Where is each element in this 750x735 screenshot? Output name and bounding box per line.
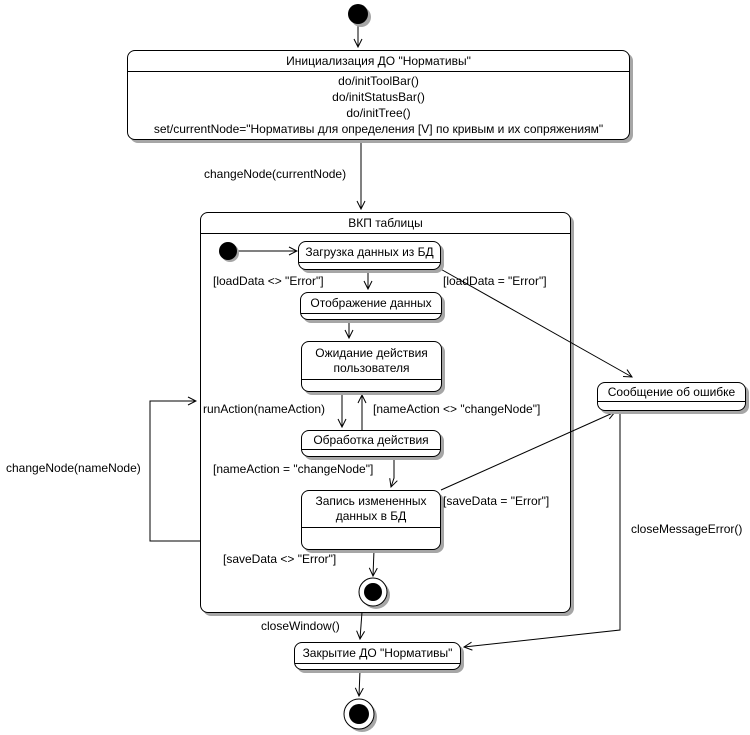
state-save-data[interactable]: Запись измененных данных в БД (301, 490, 441, 550)
composite-state-title: ВКП таблицы (201, 213, 570, 234)
state-label-line1: Запись измененных (315, 494, 427, 508)
state-initialization-actions: do/initToolBar() do/initStatusBar() do/i… (128, 72, 629, 139)
state-process-action[interactable]: Обработка действия (301, 430, 441, 457)
label-close-message-error: closeMessageError() (631, 522, 743, 536)
state-wait-user-action[interactable]: Ожидание действия пользователя (301, 341, 442, 392)
action-init-toolbar: do/initToolBar() (338, 74, 419, 88)
label-load-ok-guard: [loadData <> "Error"] (213, 274, 324, 288)
state-save-data-name: Запись измененных данных в БД (302, 491, 440, 527)
state-label: Загрузка данных из БД (305, 244, 434, 259)
label-close-window: closeWindow() (261, 619, 340, 633)
label-run-action: runAction(nameAction) (203, 402, 326, 416)
state-label: Сообщение об ошибке (607, 384, 736, 399)
inner-final-state-inner (364, 583, 382, 601)
state-label-line2: данных в БД (335, 509, 407, 523)
transition-close-window (360, 611, 362, 639)
state-error-message[interactable]: Сообщение об ошибке (597, 382, 746, 411)
state-error-message-name: Сообщение об ошибке (598, 383, 745, 401)
label-save-ok-guard: [saveData <> "Error"] (223, 552, 337, 566)
state-close-document[interactable]: Закрытие ДО "Нормативы" (294, 642, 461, 670)
state-initialization[interactable]: Инициализация ДО "Нормативы" do/initTool… (127, 50, 630, 140)
label-change-node-name: changeNode(nameNode) (6, 461, 141, 475)
state-compartment-divider (598, 401, 745, 410)
state-display-data-name: Отображение данных (301, 293, 441, 313)
inner-initial-state-dot[interactable] (219, 242, 237, 260)
transition-close-message-error (464, 411, 621, 647)
transition-save-to-innerfinal (373, 549, 374, 576)
state-load-data-name: Загрузка данных из БД (299, 242, 440, 262)
transition-load-error (436, 266, 632, 377)
action-init-statusbar: do/initStatusBar() (332, 90, 425, 104)
state-compartment-divider (295, 663, 460, 669)
state-label: Отображение данных (310, 295, 432, 310)
state-load-data[interactable]: Загрузка данных из БД (298, 241, 441, 270)
action-set-current-node: set/currentNode="Нормативы для определен… (153, 122, 604, 136)
final-state-inner (349, 704, 369, 724)
state-compartment-divider (301, 313, 441, 319)
state-label-line2: пользователя (333, 360, 410, 375)
label-action-not-change-guard: [nameAction <> "changeNode"] (373, 402, 541, 416)
label-action-change-guard: [nameAction = "changeNode"] (213, 462, 374, 476)
label-load-error-guard: [loadData = "Error"] (443, 274, 547, 288)
action-init-tree: do/initTree() (346, 106, 411, 120)
initial-state-dot[interactable] (348, 4, 368, 24)
transition-process-to-save (391, 457, 394, 487)
state-compartment-divider (302, 379, 441, 391)
transition-composite-self-loop (149, 401, 200, 542)
state-label-line1: Ожидание действия (315, 345, 428, 360)
transition-close-to-final (359, 669, 360, 696)
transition-save-error (440, 412, 615, 491)
state-compartment-divider (302, 449, 440, 456)
state-display-data[interactable]: Отображение данных (300, 292, 442, 320)
state-process-action-name: Обработка действия (302, 431, 440, 449)
label-change-node-current: changeNode(currentNode) (204, 167, 347, 181)
label-save-error-guard: [saveData = "Error"] (443, 494, 550, 508)
state-wait-user-action-name: Ожидание действия пользователя (302, 342, 441, 379)
state-label: Закрытие ДО "Нормативы" (302, 645, 453, 660)
state-close-document-name: Закрытие ДО "Нормативы" (295, 643, 460, 663)
state-compartment-divider (299, 262, 440, 269)
state-initialization-title: Инициализация ДО "Нормативы" (128, 51, 629, 72)
state-label: Обработка действия (313, 432, 429, 447)
state-compartment-divider (302, 527, 440, 549)
